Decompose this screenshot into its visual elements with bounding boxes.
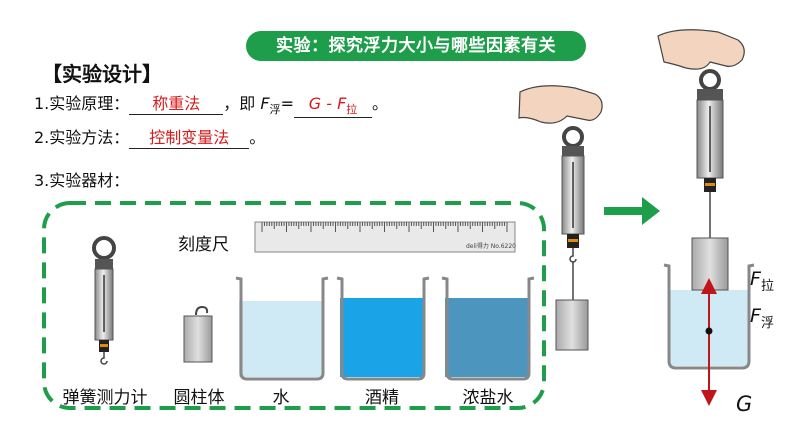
transition-arrow-icon	[604, 197, 660, 225]
hand-holding-scale-left	[518, 85, 603, 351]
principle-line: 1.实验原理：称重法，即 F浮=G - F拉。	[34, 90, 389, 119]
method-line: 2.实验方法：控制变量法。	[34, 124, 265, 149]
materials-label: 3.实验器材：	[34, 171, 130, 190]
section-heading: 【实验设计】	[42, 62, 162, 86]
method-label: 2.实验方法：	[34, 128, 130, 147]
caption-brine: 浓盐水	[462, 388, 514, 408]
caption-cylinder: 圆柱体	[173, 388, 225, 408]
method-end: 。	[249, 128, 266, 147]
principle-label: 1.实验原理：	[34, 94, 130, 113]
beaker-alcohol	[336, 276, 430, 381]
materials-box	[42, 201, 546, 410]
caption-alcohol: 酒精	[365, 388, 399, 408]
principle-end: 。	[372, 94, 389, 113]
spring-scale-icon	[92, 236, 116, 365]
hand-holding-scale-right	[657, 29, 745, 238]
principle-answer2: G - F拉	[294, 94, 372, 119]
caption-water: 水	[272, 388, 290, 408]
beaker-brine	[441, 276, 535, 381]
cylinder-block-icon	[183, 305, 213, 363]
experiment-title-banner: 实验：探究浮力大小与哪些因素有关	[246, 31, 586, 61]
formula-f-sub: 浮	[269, 103, 281, 117]
label-f-pull: F拉	[750, 268, 774, 294]
ruler-label: 刻度尺	[178, 235, 229, 255]
svg-text:deli得力 No.6220: deli得力 No.6220	[466, 242, 516, 250]
beaker-water	[235, 276, 329, 381]
caption-spring-scale: 弹簧测力计	[62, 388, 148, 408]
center-point	[705, 327, 713, 335]
formula-eq: =	[280, 94, 294, 113]
principle-middle: ，即	[223, 94, 256, 113]
principle-answer: 称重法	[129, 90, 224, 115]
formula-f: F	[260, 94, 270, 113]
method-answer: 控制变量法	[129, 124, 250, 149]
ruler-icon: deli得力 No.6220	[254, 221, 516, 253]
label-f-buoy: F浮	[750, 305, 774, 331]
label-gravity: G	[736, 392, 753, 416]
